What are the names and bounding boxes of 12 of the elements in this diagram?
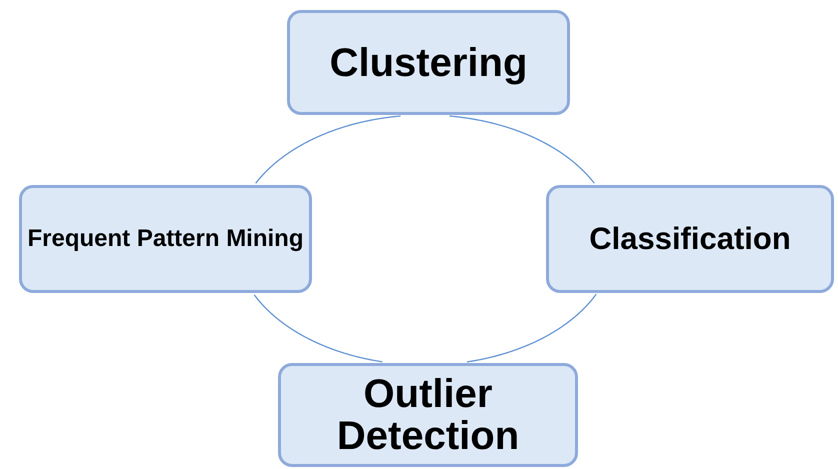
topic-label: Clustering (330, 42, 528, 84)
topic-label: Classification (589, 222, 791, 256)
topic-box (546, 185, 834, 293)
connector-arc (254, 294, 382, 362)
topic-label: Outlier Detection (336, 373, 520, 457)
connector-arc (449, 115, 595, 184)
connector-arc (255, 115, 401, 184)
connector-arc (466, 294, 597, 362)
topic-box (278, 363, 578, 467)
topic-box (19, 185, 312, 293)
topic-label: Frequent Pattern Mining (28, 226, 304, 252)
topic-box (287, 10, 570, 115)
